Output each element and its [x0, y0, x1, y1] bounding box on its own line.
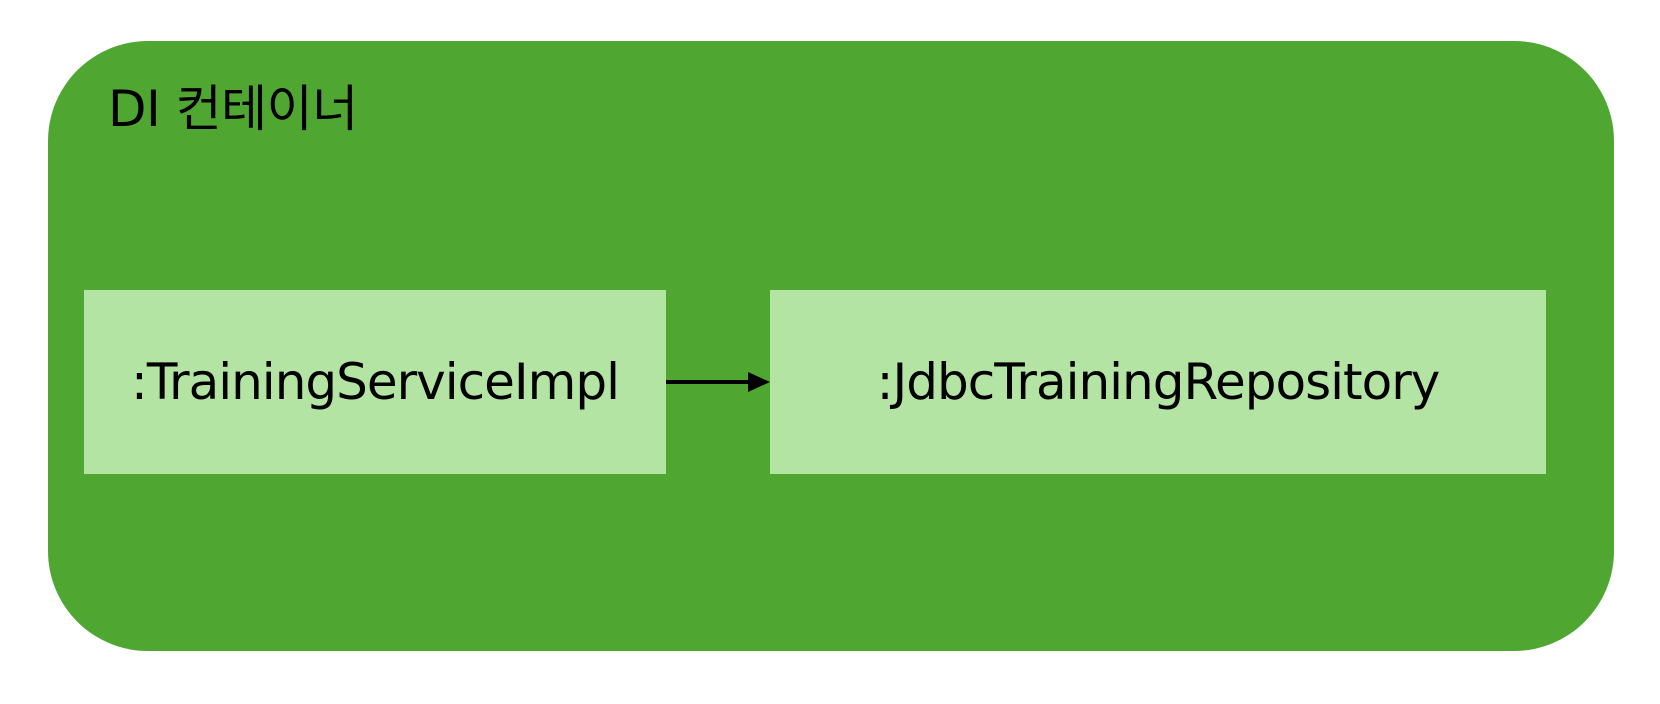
training-service-impl-label: :TrainingServiceImpl [130, 353, 620, 411]
jdbc-training-repository-label: :JdbcTrainingRepository [876, 353, 1441, 411]
di-container: DI 컨테이너 :TrainingServiceImpl :JdbcTraini… [48, 41, 1614, 651]
jdbc-training-repository-node: :JdbcTrainingRepository [770, 290, 1546, 474]
container-title: DI 컨테이너 [108, 80, 358, 138]
dependency-arrow [666, 372, 770, 392]
training-service-impl-node: :TrainingServiceImpl [84, 290, 666, 474]
